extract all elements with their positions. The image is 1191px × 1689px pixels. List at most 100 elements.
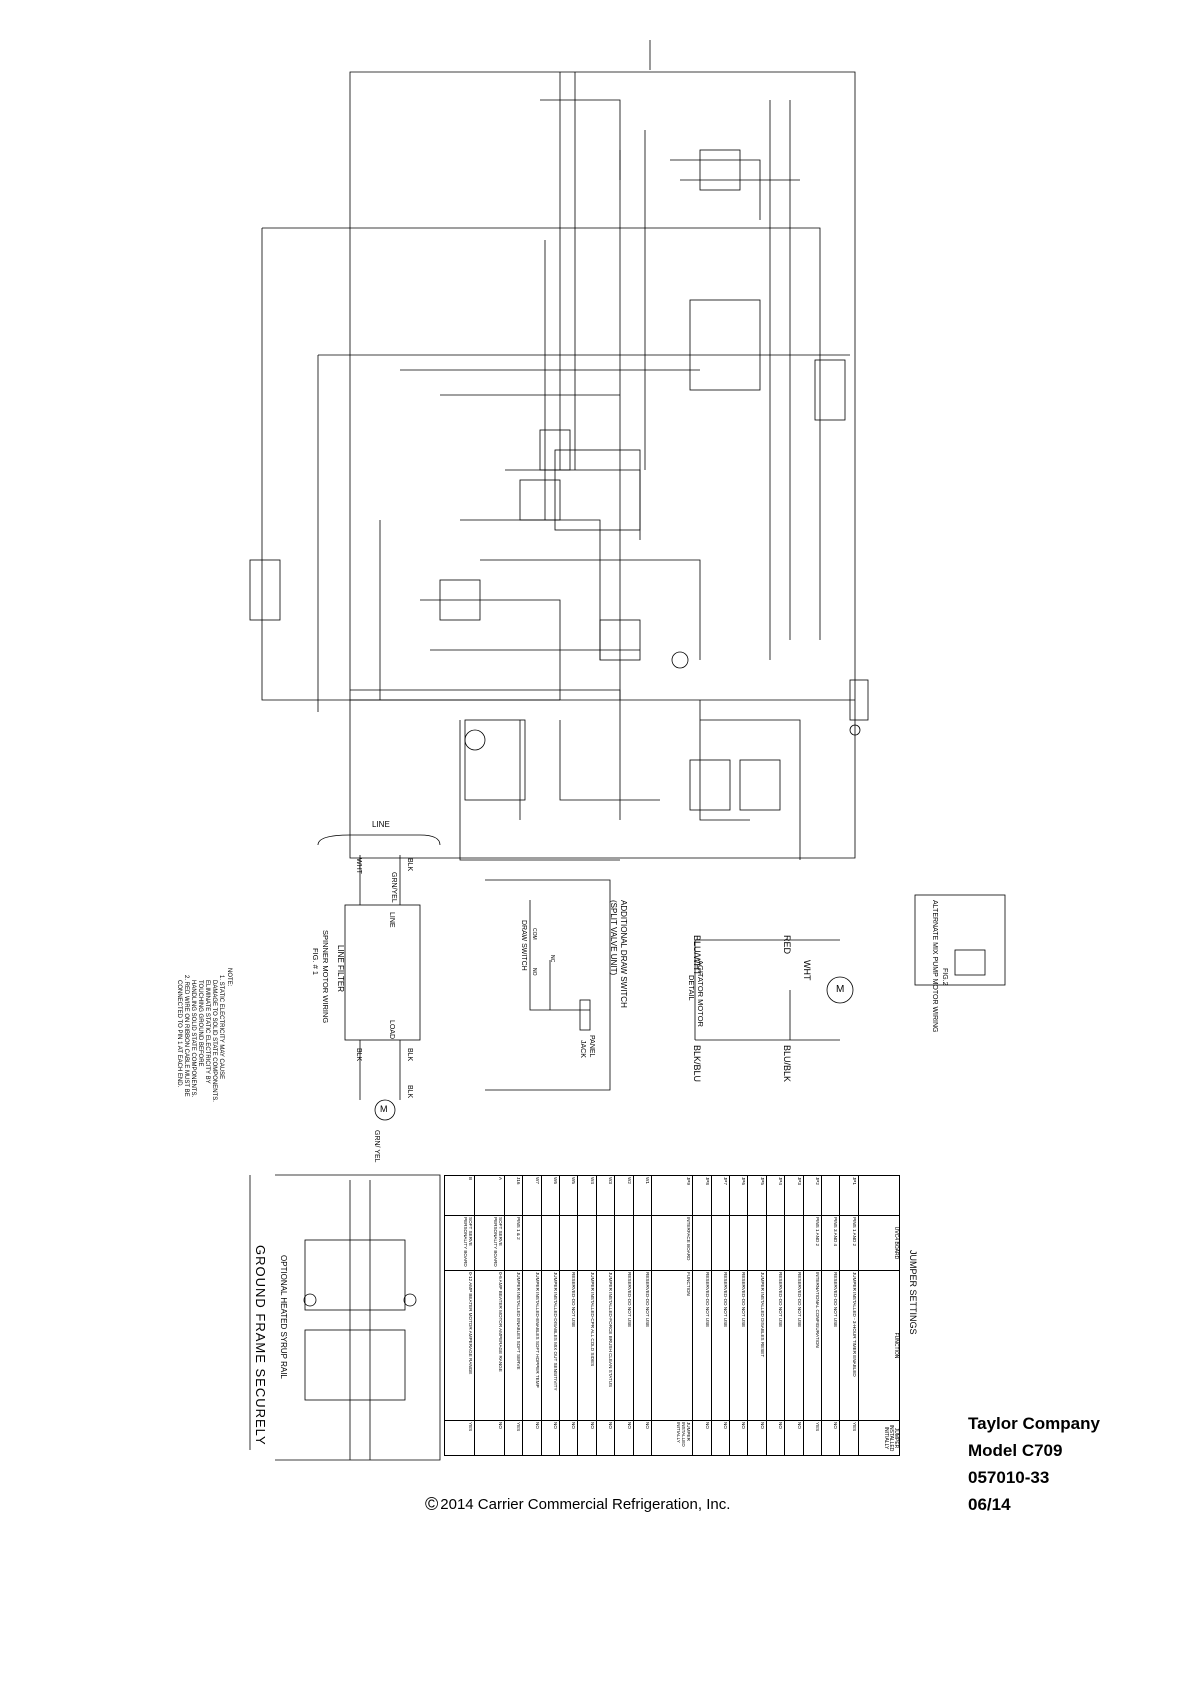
jumper-cell: RESERVED-DO NOT USE: [821, 1270, 840, 1421]
jumper-cell: RESERVED-DO NOT USE: [559, 1270, 578, 1421]
jumper-cell: W1: [633, 1175, 652, 1216]
line-filter-line: LINE: [388, 912, 395, 928]
company-name: Taylor Company: [968, 1414, 1100, 1433]
jumper-cell: JP3: [784, 1175, 804, 1216]
agitator-wire-3-label: BLU/BLK: [782, 1045, 792, 1083]
jumper-cell: J16: [504, 1175, 523, 1216]
spinner-wire-wht: WHT: [355, 858, 362, 874]
jumper-cell: SOFT SERVE PERSONALITY BOARD: [474, 1215, 505, 1271]
interface-board: [699, 149, 741, 191]
jumper-cell: JP5: [747, 1175, 767, 1216]
jumper-cell: [692, 1215, 712, 1271]
ground-symbol-1: [849, 724, 861, 736]
uvc4-board: [689, 299, 761, 391]
copyright-icon: ©: [425, 1494, 439, 1514]
jumper-cell: [821, 1175, 840, 1216]
line-filter-box: [344, 904, 421, 1041]
jumper-header-id: [858, 1175, 900, 1216]
wire-bus-q: [460, 519, 601, 660]
jumper-title: JUMPER SETTINGS: [908, 1250, 918, 1335]
mix-pump-box: [689, 759, 731, 811]
fig2-caption: ALTERNATE MIX PUMP MOTOR WIRING: [931, 900, 938, 1033]
panel-label: PANEL: [588, 1035, 595, 1058]
jumper-cell: NO: [614, 1420, 634, 1456]
agitator-motor: [826, 976, 854, 1004]
jumper-cell: [633, 1215, 652, 1271]
jumper-cell: JUMPER INSTALLED-FORCE BRUSH CLEAN STATU…: [596, 1270, 615, 1421]
jumper-cell: [559, 1215, 578, 1271]
draw-switch-com: COM: [531, 928, 537, 940]
fig2-frame: [914, 894, 1006, 986]
note-line-6: 2. RED WIRE ON RIBBON CABLE MUST BE: [183, 975, 189, 1097]
spinner-fig: FIG. # 1: [311, 948, 320, 976]
jumper-cell: W4: [577, 1175, 597, 1216]
part-number: 057010-33: [968, 1468, 1050, 1487]
note-line-1: 1. STATIC ELECTRICITY MAY CAUSE: [218, 975, 224, 1080]
jumper-header-function: FUNCTION: [858, 1270, 900, 1421]
jumper-cell: RESERVED-DO NOT USE: [711, 1270, 730, 1421]
spinner-line-label: LINE: [372, 820, 390, 829]
wire-bus-a: [262, 227, 821, 640]
jumper-cell: JP9: [651, 1175, 693, 1216]
wire-bus-z: [699, 700, 750, 821]
wire-bus-v: [700, 719, 801, 860]
jumper-cell: JUMPER INSTALLED-CPR ALL COLD SIDES: [577, 1270, 597, 1421]
jumper-cell: RESERVED-DO NOT USE: [766, 1270, 785, 1421]
jack-label: JACK: [579, 1040, 586, 1058]
motor-symbol-2: [671, 651, 689, 669]
wire-bus-w: [459, 720, 620, 861]
agitator-wire-1-label: BLU/WHT: [692, 935, 702, 976]
note-line-4: TOUCHING GROUND BEFORE: [197, 980, 203, 1067]
jumper-cell: JUMPER INSTALLED-DISABLES MIX OUT SENSIT…: [541, 1270, 560, 1421]
draw-switch-title: ADDITIONAL DRAW SWITCH: [619, 900, 628, 1008]
left-bus-wire: [261, 228, 560, 701]
jumper-cell: 0-12 AMP BEATER MOTOR AMPERAGE RANGE: [444, 1270, 475, 1421]
draw-switch-nc: NC: [549, 955, 555, 963]
jumper-cell: JP2: [803, 1175, 822, 1216]
panel-jack: [579, 999, 591, 1031]
jumper-cell: RESERVED-DO NOT USE: [784, 1270, 804, 1421]
copyright-text: 2014 Carrier Commercial Refrigeration, I…: [440, 1496, 731, 1513]
spinner-caption: SPINNER MOTOR WIRING: [321, 930, 330, 1024]
drawing-date: 06/14: [968, 1495, 1011, 1514]
spinner-wire-blk-3: BLK: [355, 1048, 362, 1062]
jumper-cell: A: [474, 1175, 505, 1216]
jumper-cell: [541, 1215, 560, 1271]
jumper-cell: YES: [839, 1420, 859, 1456]
jumper-cell: JP7: [711, 1175, 730, 1216]
note-line-7: CONNECTED TO PIN 1 AT EACH END.: [176, 980, 182, 1088]
jumper-cell: [614, 1215, 634, 1271]
line-filter-load: LOAD: [388, 1020, 395, 1040]
spinner-wire-blk-4: BLK: [406, 1085, 413, 1099]
heated-rail-box-1: [304, 1239, 406, 1311]
jumper-cell: JUMPER INSTALLED DISABLES RESET: [747, 1270, 767, 1421]
jumper-cell: JP6: [729, 1175, 748, 1216]
spinner-line-brace: [317, 834, 441, 846]
jumper-cell: NO: [633, 1420, 652, 1456]
jumper-cell: NO: [821, 1420, 840, 1456]
transformer-box: [599, 619, 641, 661]
jumper-cell: 0-6 AMP BEATER MOTOR AMPERAGE RANGE: [474, 1270, 505, 1421]
jumper-header-board: UVC4 BOARD: [858, 1215, 900, 1271]
wire-bus-s: [420, 599, 561, 700]
jumper-cell: W5: [559, 1175, 578, 1216]
jumper-cell: NO: [766, 1420, 785, 1456]
relay-box-1: [519, 479, 561, 521]
mix-pump-box-2: [739, 759, 781, 811]
jumper-cell: RESERVED-DO NOT USE: [633, 1270, 652, 1421]
jumper-cell: [784, 1215, 804, 1271]
draw-switch-wire-1: [529, 900, 590, 1011]
spinner-wire-blk-2: BLK: [406, 1048, 413, 1062]
